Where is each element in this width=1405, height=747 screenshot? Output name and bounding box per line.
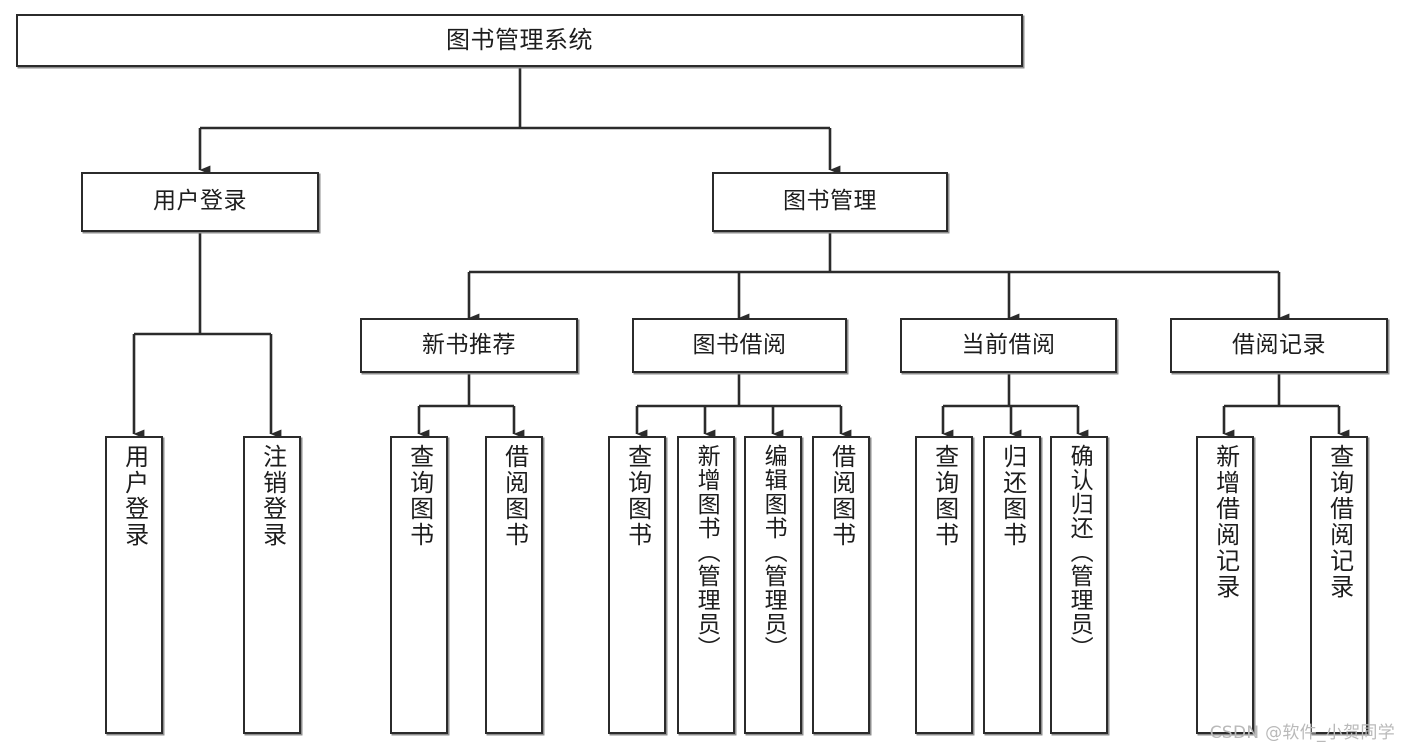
node-borrow-record[interactable]: 借阅记录 bbox=[1170, 318, 1388, 373]
leaf-logout-login[interactable]: 注销登录 bbox=[243, 436, 301, 734]
leaf-add-borrow-record[interactable]: 新增借阅记录 bbox=[1196, 436, 1254, 734]
node-borrow-record-label: 借阅记录 bbox=[1232, 331, 1326, 358]
node-book-management-label: 图书管理 bbox=[783, 188, 877, 215]
leaf-logout-login-label: 注销登录 bbox=[258, 444, 287, 548]
leaf-edit-book-admin-label: 编辑图书（管理员） bbox=[760, 444, 787, 660]
leaf-return-book[interactable]: 归还图书 bbox=[983, 436, 1041, 734]
leaf-confirm-return-admin[interactable]: 确认归还（管理员） bbox=[1050, 436, 1108, 734]
leaf-add-borrow-record-label: 新增借阅记录 bbox=[1211, 444, 1240, 600]
leaf-return-book-label: 归还图书 bbox=[998, 444, 1027, 548]
leaf-query-book-current-label: 查询图书 bbox=[930, 444, 959, 548]
node-book-management[interactable]: 图书管理 bbox=[712, 172, 948, 232]
leaf-query-book-current[interactable]: 查询图书 bbox=[915, 436, 973, 734]
leaf-user-login[interactable]: 用户登录 bbox=[105, 436, 163, 734]
node-current-borrow-label: 当前借阅 bbox=[961, 331, 1056, 358]
node-user-login[interactable]: 用户登录 bbox=[81, 172, 319, 232]
leaf-query-book-new-recommend[interactable]: 查询图书 bbox=[390, 436, 448, 734]
node-new-book-recommend[interactable]: 新书推荐 bbox=[360, 318, 578, 373]
leaf-query-borrow-record[interactable]: 查询借阅记录 bbox=[1310, 436, 1368, 734]
node-current-borrow[interactable]: 当前借阅 bbox=[900, 318, 1117, 373]
leaf-query-borrow-record-label: 查询借阅记录 bbox=[1325, 444, 1354, 600]
node-book-borrow[interactable]: 图书借阅 bbox=[632, 318, 847, 373]
node-user-login-label: 用户登录 bbox=[153, 188, 247, 215]
node-new-book-recommend-label: 新书推荐 bbox=[422, 331, 516, 358]
leaf-borrow-book-borrow-label: 借阅图书 bbox=[827, 444, 856, 548]
leaf-query-book-new-recommend-label: 查询图书 bbox=[405, 444, 434, 548]
node-book-borrow-label: 图书借阅 bbox=[692, 331, 787, 358]
node-root-book-management-system[interactable]: 图书管理系统 bbox=[16, 14, 1023, 67]
leaf-borrow-book-new-recommend-label: 借阅图书 bbox=[500, 444, 529, 548]
leaf-query-book-borrow-label: 查询图书 bbox=[623, 444, 652, 548]
csdn-watermark: CSDN @软件_小贺同学 bbox=[1209, 723, 1395, 743]
leaf-edit-book-admin[interactable]: 编辑图书（管理员） bbox=[744, 436, 802, 734]
node-root-label: 图书管理系统 bbox=[446, 26, 593, 55]
leaf-borrow-book-borrow[interactable]: 借阅图书 bbox=[812, 436, 870, 734]
leaf-confirm-return-admin-label: 确认归还（管理员） bbox=[1066, 444, 1093, 660]
leaf-add-book-admin[interactable]: 新增图书（管理员） bbox=[677, 436, 735, 734]
leaf-query-book-borrow[interactable]: 查询图书 bbox=[608, 436, 666, 734]
leaf-user-login-label: 用户登录 bbox=[120, 444, 149, 548]
leaf-add-book-admin-label: 新增图书（管理员） bbox=[693, 444, 720, 660]
leaf-borrow-book-new-recommend[interactable]: 借阅图书 bbox=[485, 436, 543, 734]
